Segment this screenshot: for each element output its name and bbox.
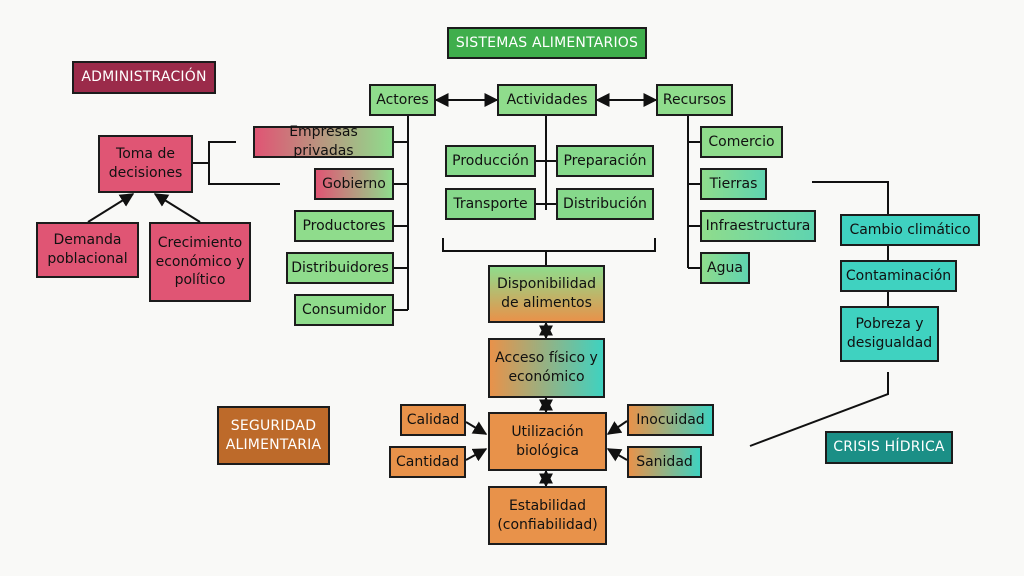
node-empresas-privadas: Empresas privadas (253, 124, 394, 159)
node-cambio-climatico: Cambio climático (840, 214, 980, 246)
actividades-group-bracket (442, 238, 656, 252)
arrow-calidad (465, 421, 488, 435)
node-toma-de-decisiones: Toma de decisiones (98, 135, 193, 193)
tierras-to-crisis (812, 181, 889, 214)
node-cantidad: Cantidad (389, 446, 466, 478)
arrow-demanda-toma (87, 193, 135, 223)
node-comercio: Comercio (700, 126, 783, 158)
node-actores: Actores (369, 84, 436, 116)
node-agua: Agua (700, 252, 750, 284)
arrow-cantidad (465, 448, 488, 462)
node-estabilidad: Estabilidad (confiabilidad) (488, 486, 607, 545)
node-tierras: Tierras (700, 168, 767, 200)
arrow-sanidad (606, 448, 628, 462)
node-contaminacion: Contaminación (840, 260, 957, 292)
node-gobierno: Gobierno (314, 168, 394, 200)
node-calidad: Calidad (400, 404, 466, 436)
node-acceso: Acceso físico y económico (488, 338, 605, 398)
node-actividades: Actividades (497, 84, 597, 116)
title-seguridad-alimentaria: SEGURIDAD ALIMENTARIA (217, 406, 330, 465)
arrow-inocuidad (606, 420, 628, 435)
node-distribucion: Distribución (556, 188, 654, 220)
title-sistemas-alimentarios: SISTEMAS ALIMENTARIOS (447, 27, 647, 59)
node-inocuidad: Inocuidad (627, 404, 714, 436)
node-transporte: Transporte (445, 188, 536, 220)
node-pobreza: Pobreza y desigualdad (840, 306, 939, 362)
title-administracion: ADMINISTRACIÓN (72, 61, 216, 94)
node-demanda-poblacional: Demanda poblacional (36, 222, 139, 278)
node-utilizacion: Utilización biológica (488, 412, 607, 471)
node-consumidor: Consumidor (294, 294, 394, 326)
node-disponibilidad: Disponibilidad de alimentos (488, 265, 605, 323)
node-preparacion: Preparación (556, 145, 654, 177)
node-distribuidores: Distribuidores (286, 252, 394, 284)
node-productores: Productores (294, 210, 394, 242)
node-produccion: Producción (445, 145, 536, 177)
title-crisis-hidrica: CRISIS HÍDRICA (825, 431, 953, 464)
node-sanidad: Sanidad (627, 446, 702, 478)
node-recursos: Recursos (656, 84, 733, 116)
arrow-crecimiento-toma (153, 193, 201, 223)
node-infraestructura: Infraestructura (700, 210, 816, 242)
node-crecimiento: Crecimiento económico y político (149, 222, 251, 302)
